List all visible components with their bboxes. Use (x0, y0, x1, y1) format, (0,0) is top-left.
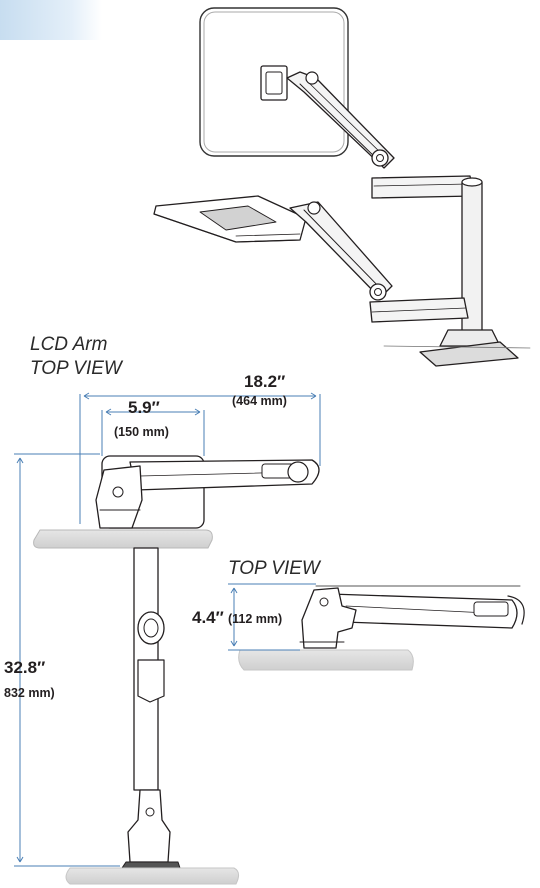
desk-surface (33, 529, 213, 549)
dimension-height-total-metric: 832 mm) (4, 686, 55, 700)
keyboard-arm-link (329, 593, 518, 629)
keyboard-clamp (301, 587, 357, 649)
top-view-title: TOP VIEW (30, 358, 122, 379)
dimension-width-inner-metric: (150 mm) (114, 425, 169, 439)
dimension-keyboard-depth-metric: (112 mm) (228, 612, 283, 626)
product-illustration (153, 7, 531, 367)
corner-header-tab (0, 0, 102, 40)
top-view-title-2: TOP VIEW (228, 558, 320, 579)
lcd-arm-title: LCD Arm (30, 334, 108, 355)
dimension-lines (14, 392, 321, 867)
keyboard-top-view (238, 585, 525, 671)
dimension-width-outer: 18.2″ (244, 372, 286, 391)
top-view-drawing (33, 455, 320, 885)
dimension-width-outer-metric: (464 mm) (232, 394, 287, 408)
keyboard-surface (238, 649, 414, 671)
floor-plate (65, 867, 240, 885)
dimension-keyboard-depth: 4.4″ (192, 608, 224, 627)
bottom-clamp (127, 789, 171, 863)
dimension-height-total: 32.8″ (4, 658, 46, 677)
monitor-arm (286, 71, 395, 169)
dimension-width-inner: 5.9″ (128, 398, 160, 417)
